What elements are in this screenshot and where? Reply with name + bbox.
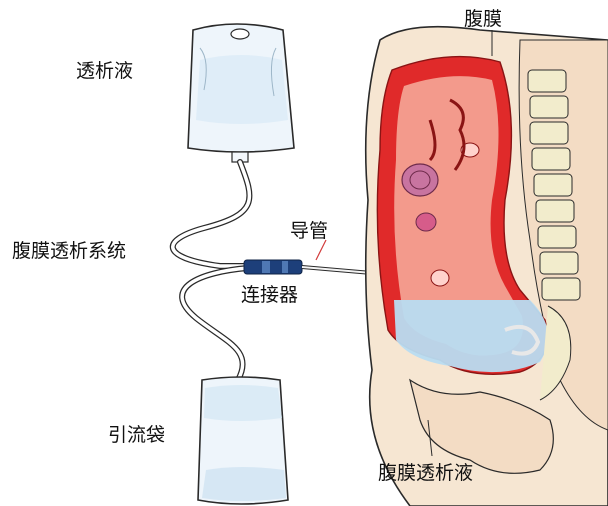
peritoneum-label: 腹膜 [464,10,502,29]
dialysate-bag-icon [188,24,294,162]
connector-label: 连接器 [241,286,298,305]
tubing [173,162,250,380]
catheter-label: 导管 [290,222,328,241]
abdomen-cross-section [366,27,608,506]
connector-icon [244,260,302,274]
drain-bag-icon [198,377,288,504]
drain-bag-label: 引流袋 [108,426,165,445]
dialysis-system-label: 腹膜透析系统 [12,242,126,261]
dialysate-label: 透析液 [76,62,133,81]
catheter-pointer [316,240,326,260]
peritoneal-fluid-label: 腹膜透析液 [378,464,473,483]
